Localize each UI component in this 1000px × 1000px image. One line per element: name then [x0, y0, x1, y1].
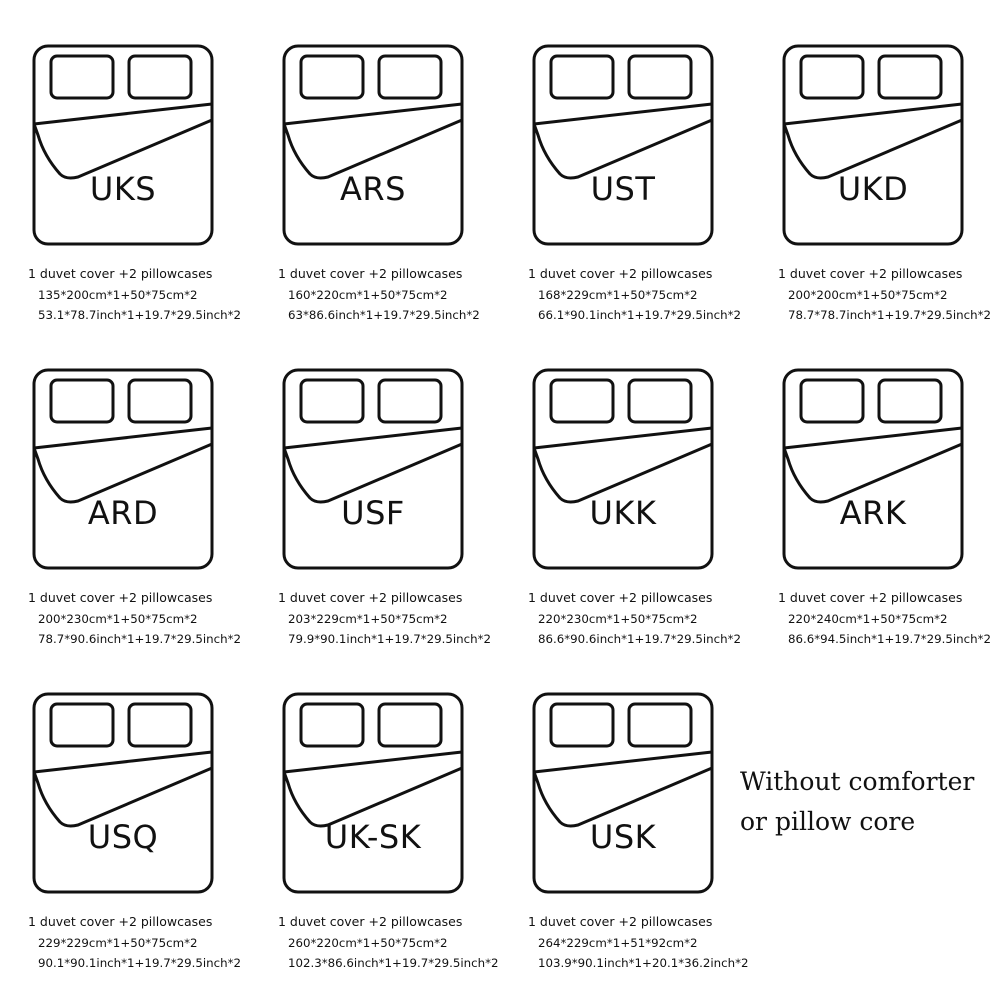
- note-text: Without comforter or pillow core: [740, 762, 974, 842]
- size-cm-text: 229*229cm*1+50*75cm*2: [38, 936, 198, 950]
- contents-text: 1 duvet cover +2 pillowcases: [28, 266, 213, 281]
- bed-icon: [782, 368, 964, 570]
- size-cm-text: 168*229cm*1+50*75cm*2: [538, 288, 698, 302]
- product-card-usq: USQ 1 duvet cover +2 pillowcases 229*229…: [28, 692, 272, 992]
- product-code: UKD: [837, 170, 909, 208]
- size-cm-text: 264*229cm*1+51*92cm*2: [538, 936, 698, 950]
- size-inch-text: 102.3*86.6inch*1+19.7*29.5inch*2: [288, 956, 499, 970]
- contents-text: 1 duvet cover +2 pillowcases: [278, 266, 463, 281]
- bed-icon: [532, 692, 714, 894]
- size-inch-text: 79.9*90.1inch*1+19.7*29.5inch*2: [288, 632, 491, 646]
- size-inch-text: 86.6*90.6inch*1+19.7*29.5inch*2: [538, 632, 741, 646]
- note-line-1: Without comforter: [740, 767, 975, 796]
- size-cm-text: 160*220cm*1+50*75cm*2: [288, 288, 448, 302]
- product-code: UST: [590, 170, 656, 208]
- size-inch-text: 66.1*90.1inch*1+19.7*29.5inch*2: [538, 308, 741, 322]
- product-card-ust: UST 1 duvet cover +2 pillowcases 168*229…: [528, 44, 772, 344]
- note-line-2: or pillow core: [740, 807, 916, 836]
- bed-icon: [282, 692, 464, 894]
- product-card-ars: ARS 1 duvet cover +2 pillowcases 160*220…: [278, 44, 522, 344]
- contents-text: 1 duvet cover +2 pillowcases: [528, 914, 713, 929]
- bed-icon: [782, 44, 964, 246]
- contents-text: 1 duvet cover +2 pillowcases: [778, 590, 963, 605]
- product-code: UKS: [89, 170, 157, 208]
- product-code: USK: [589, 818, 657, 856]
- size-inch-text: 78.7*78.7inch*1+19.7*29.5inch*2: [788, 308, 991, 322]
- bed-icon: [32, 44, 214, 246]
- contents-text: 1 duvet cover +2 pillowcases: [528, 590, 713, 605]
- product-card-usf: USF 1 duvet cover +2 pillowcases 203*229…: [278, 368, 522, 668]
- size-cm-text: 135*200cm*1+50*75cm*2: [38, 288, 198, 302]
- bed-icon: [32, 368, 214, 570]
- size-inch-text: 86.6*94.5inch*1+19.7*29.5inch*2: [788, 632, 991, 646]
- product-card-uk-sk: UK-SK 1 duvet cover +2 pillowcases 260*2…: [278, 692, 522, 992]
- size-cm-text: 220*230cm*1+50*75cm*2: [538, 612, 698, 626]
- contents-text: 1 duvet cover +2 pillowcases: [28, 914, 213, 929]
- contents-text: 1 duvet cover +2 pillowcases: [778, 266, 963, 281]
- product-code: UKK: [589, 494, 657, 532]
- size-cm-text: 260*220cm*1+50*75cm*2: [288, 936, 448, 950]
- product-card-ard: ARD 1 duvet cover +2 pillowcases 200*230…: [28, 368, 272, 668]
- size-cm-text: 203*229cm*1+50*75cm*2: [288, 612, 448, 626]
- size-cm-text: 200*200cm*1+50*75cm*2: [788, 288, 948, 302]
- contents-text: 1 duvet cover +2 pillowcases: [278, 590, 463, 605]
- contents-text: 1 duvet cover +2 pillowcases: [28, 590, 213, 605]
- product-code: ARK: [839, 494, 907, 532]
- product-card-ukd: UKD 1 duvet cover +2 pillowcases 200*200…: [778, 44, 1000, 344]
- product-card-ark: ARK 1 duvet cover +2 pillowcases 220*240…: [778, 368, 1000, 668]
- contents-text: 1 duvet cover +2 pillowcases: [528, 266, 713, 281]
- size-inch-text: 90.1*90.1inch*1+19.7*29.5inch*2: [38, 956, 241, 970]
- size-cm-text: 200*230cm*1+50*75cm*2: [38, 612, 198, 626]
- size-inch-text: 103.9*90.1inch*1+20.1*36.2inch*2: [538, 956, 749, 970]
- bed-icon: [282, 368, 464, 570]
- product-card-uks: UKS 1 duvet cover +2 pillowcases 135*200…: [28, 44, 272, 344]
- size-inch-text: 78.7*90.6inch*1+19.7*29.5inch*2: [38, 632, 241, 646]
- product-code: ARD: [87, 494, 159, 532]
- bed-icon: [532, 44, 714, 246]
- bed-icon: [32, 692, 214, 894]
- product-code: ARS: [340, 170, 406, 208]
- product-code: USQ: [87, 818, 159, 856]
- product-code: USF: [341, 494, 405, 532]
- size-cm-text: 220*240cm*1+50*75cm*2: [788, 612, 948, 626]
- product-code: UK-SK: [324, 818, 422, 856]
- size-inch-text: 53.1*78.7inch*1+19.7*29.5inch*2: [38, 308, 241, 322]
- bed-icon: [282, 44, 464, 246]
- bed-icon: [532, 368, 714, 570]
- size-inch-text: 63*86.6inch*1+19.7*29.5inch*2: [288, 308, 480, 322]
- product-card-usk: USK 1 duvet cover +2 pillowcases 264*229…: [528, 692, 772, 992]
- contents-text: 1 duvet cover +2 pillowcases: [278, 914, 463, 929]
- product-card-ukk: UKK 1 duvet cover +2 pillowcases 220*230…: [528, 368, 772, 668]
